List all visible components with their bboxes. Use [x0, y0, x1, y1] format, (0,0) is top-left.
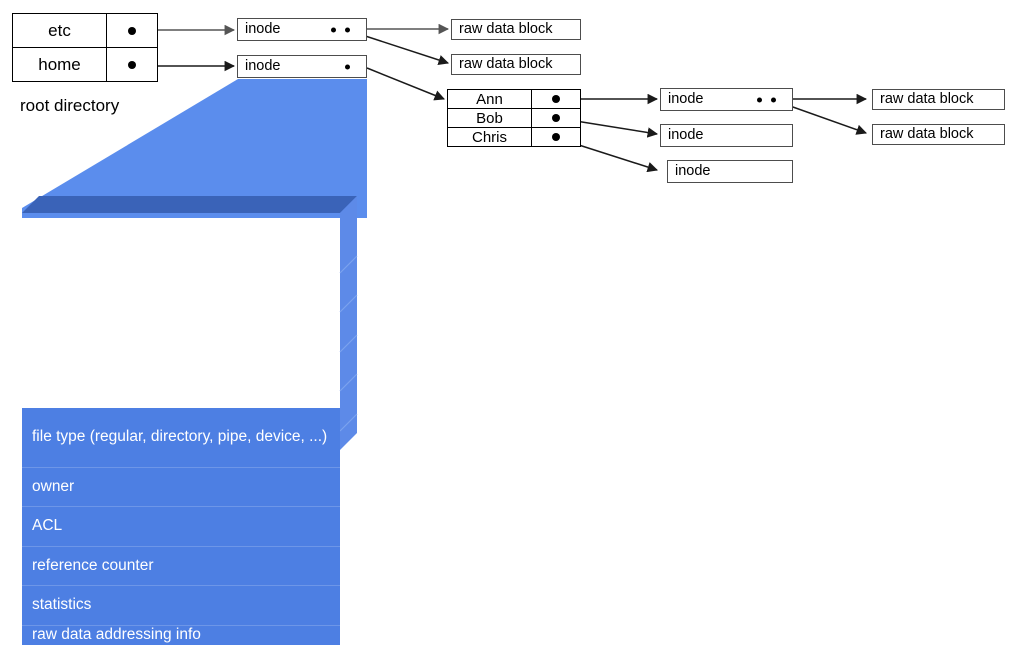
inode-box-bob[interactable]: inode: [660, 124, 793, 147]
inode-detail-field-list: file type (regular, directory, pipe, dev…: [22, 408, 340, 645]
inode-field-raw-data-addressing-info: raw data addressing info: [22, 626, 340, 645]
pointer-dot-icon: [552, 114, 560, 122]
root-directory-table: etc home: [12, 13, 158, 82]
raw-data-block-ann-1[interactable]: raw data block: [872, 89, 1005, 110]
inode-label: inode: [245, 21, 281, 38]
pointer-dot-icon: [345, 27, 350, 32]
home-entry-name-ann: Ann: [448, 90, 532, 108]
pointer-dot-icon: [128, 26, 136, 35]
inode-label: inode: [245, 58, 281, 75]
raw-data-block-ann-2[interactable]: raw data block: [872, 124, 1005, 145]
inode-field-owner: owner: [22, 468, 340, 507]
pointer-dot-icon: [552, 133, 560, 141]
home-entry-pointer-ann: [532, 90, 580, 108]
home-entry-pointer-chris: [532, 128, 580, 146]
table-row[interactable]: Bob: [448, 109, 580, 128]
inode-box-ann[interactable]: inode: [660, 88, 793, 111]
home-entry-name-bob: Bob: [448, 109, 532, 127]
inode-box-chris[interactable]: inode: [667, 160, 793, 183]
inode-pointer-group: [345, 64, 350, 69]
pointer-dot-icon: [128, 60, 136, 69]
home-directory-table: Ann Bob Chris: [447, 89, 581, 147]
inode-field-file-type: file type (regular, directory, pipe, dev…: [22, 408, 340, 468]
arrow-inode-home-to-home-dir: [366, 67, 445, 101]
pointer-dot-icon: [331, 27, 336, 32]
inode-pointer-group: [757, 97, 776, 102]
inode-box-etc[interactable]: inode: [237, 18, 367, 41]
root-entry-pointer-etc: [107, 14, 157, 47]
raw-data-block-label: raw data block: [459, 21, 553, 38]
pointer-dot-icon: [345, 64, 350, 69]
inode-field-statistics: statistics: [22, 586, 340, 626]
root-entry-name-etc: etc: [13, 14, 107, 47]
root-entry-pointer-home: [107, 48, 157, 81]
home-entry-pointer-bob: [532, 109, 580, 127]
inode-pointer-group: [331, 27, 350, 32]
pointer-dot-icon: [757, 97, 762, 102]
table-row[interactable]: Ann: [448, 90, 580, 109]
inode-label: inode: [668, 127, 704, 144]
inode-label: inode: [675, 163, 711, 180]
pointer-dot-icon: [552, 95, 560, 103]
inode-field-reference-counter: reference counter: [22, 547, 340, 586]
inode-box-home[interactable]: inode: [237, 55, 367, 78]
root-entry-name-home: home: [13, 48, 107, 81]
inode-detail-block: file type (regular, directory, pipe, dev…: [0, 195, 370, 645]
home-entry-name-chris: Chris: [448, 128, 532, 146]
raw-data-block-label: raw data block: [880, 126, 974, 143]
raw-data-block-label: raw data block: [880, 91, 974, 108]
table-row[interactable]: home: [13, 48, 157, 81]
raw-data-block-label: raw data block: [459, 56, 553, 73]
raw-data-block-etc-1[interactable]: raw data block: [451, 19, 581, 40]
pointer-dot-icon: [771, 97, 776, 102]
diagram-canvas: file type (regular, directory, pipe, dev…: [0, 13, 1005, 645]
table-row[interactable]: Chris: [448, 128, 580, 146]
inode-label: inode: [668, 91, 704, 108]
inode-field-acl: ACL: [22, 507, 340, 547]
table-row[interactable]: etc: [13, 14, 157, 48]
raw-data-block-etc-2[interactable]: raw data block: [451, 54, 581, 75]
root-directory-caption: root directory: [20, 96, 120, 115]
